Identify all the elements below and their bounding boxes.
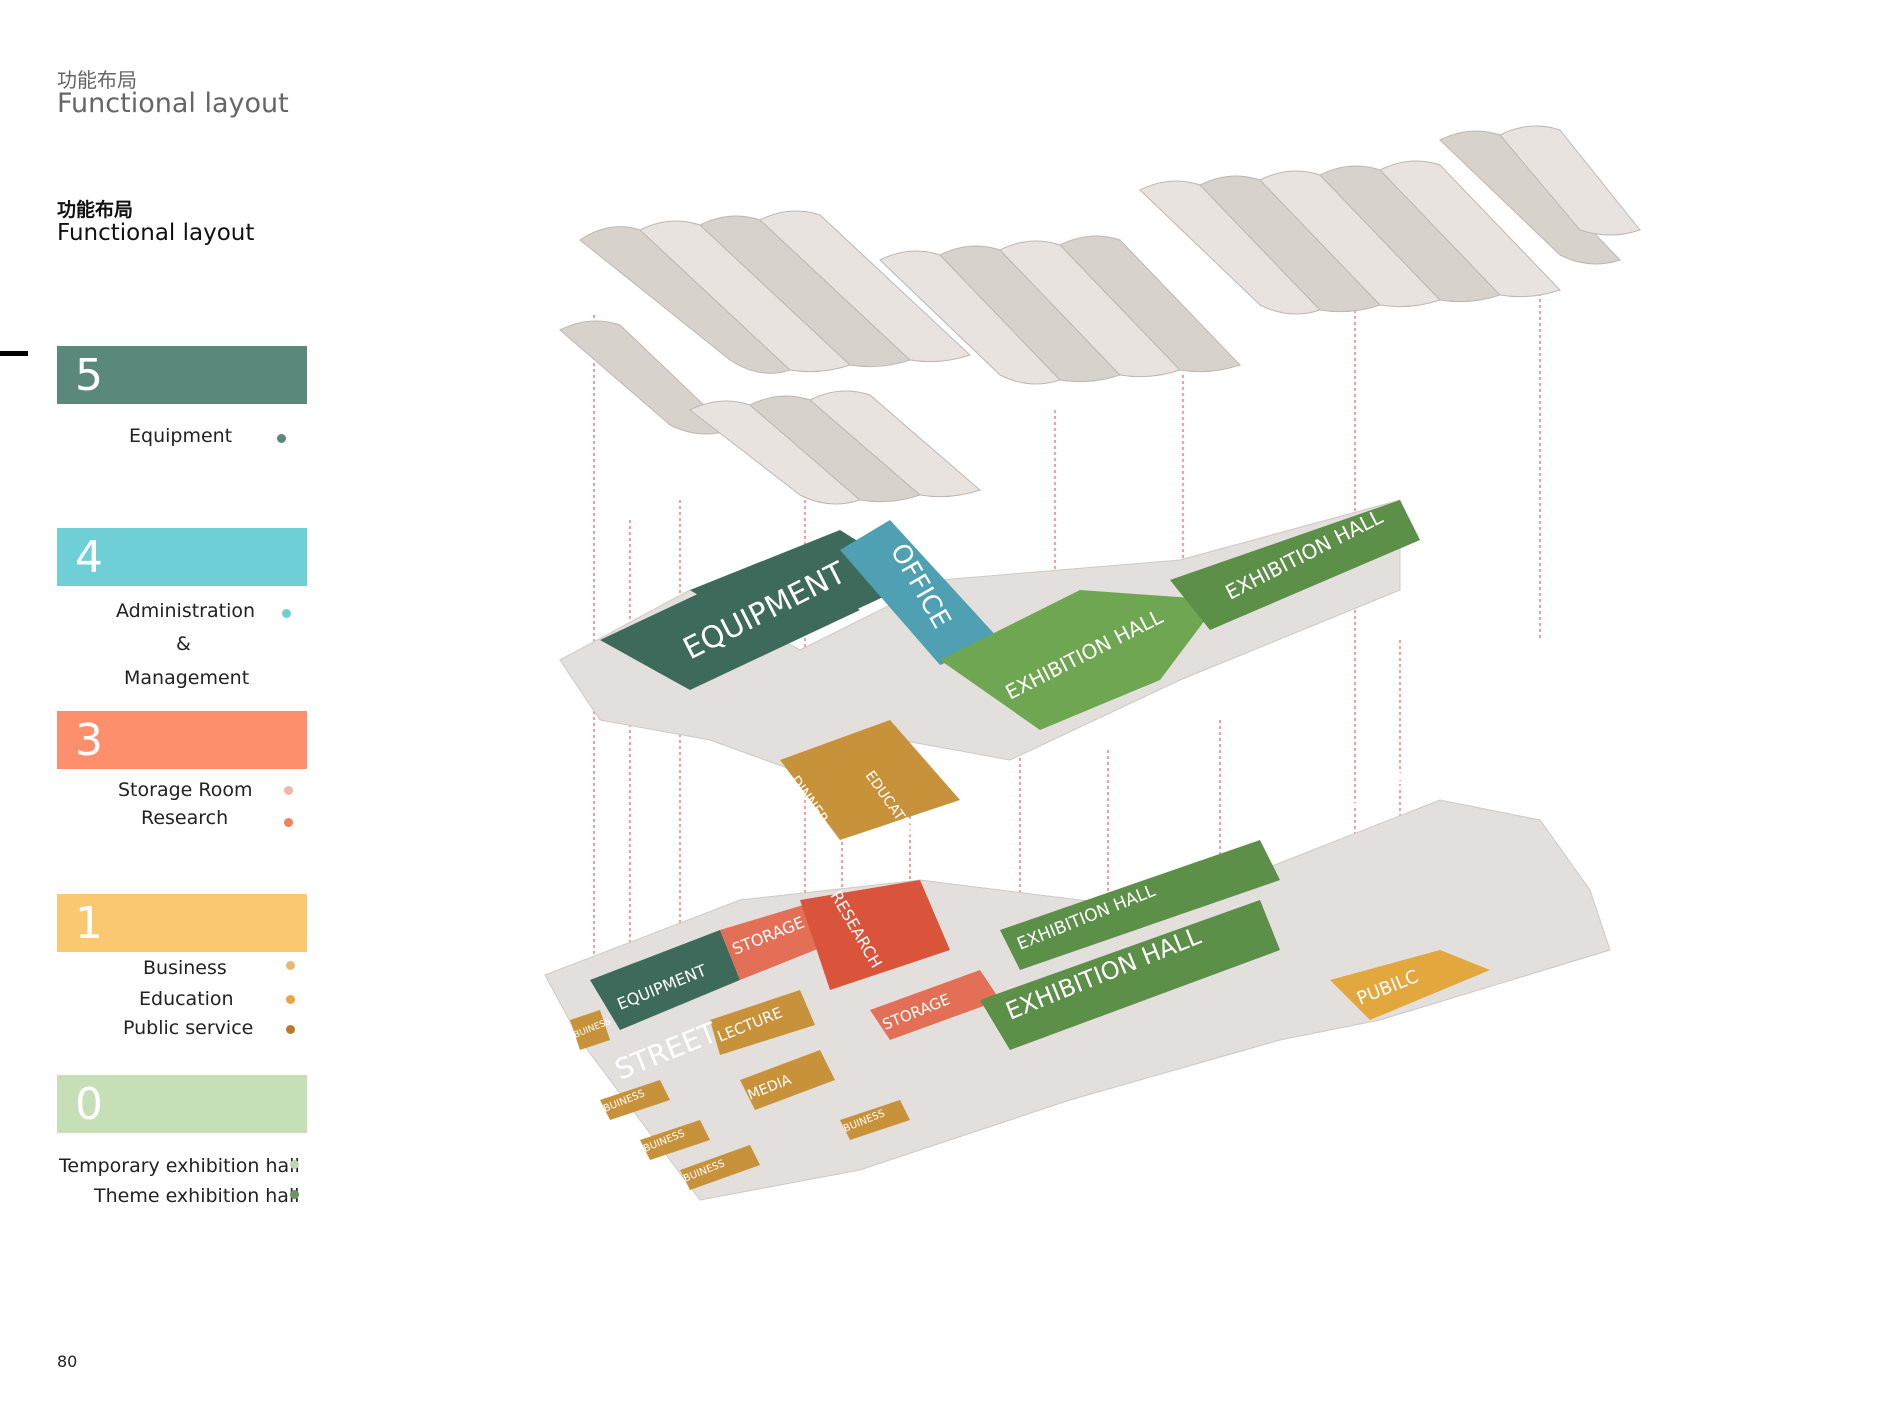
- legend-number-3: 3: [75, 715, 103, 766]
- exploded-axonometric-diagram: EQUIPMENT OFFICE EXHIBITION HALL EXHIBIT…: [544, 125, 1641, 1201]
- label-square: square: [1310, 760, 1411, 826]
- legend-dot-research: [284, 818, 293, 827]
- ground-floor-layer: EQUIPMENT STORAGE RESEARCH STORAGE LECTU…: [544, 760, 1611, 1201]
- header-title-cn: 功能布局: [57, 68, 137, 92]
- legend-dot-temporary-exhibition: [290, 1160, 299, 1169]
- dinner-education-block: [780, 720, 960, 840]
- legend-dot-theme-exhibition: [290, 1190, 299, 1199]
- legend-label-equipment: Equipment: [129, 425, 233, 447]
- legend-label-public-service: Public service: [123, 1017, 254, 1039]
- legend-bar-level-3: 3: [57, 711, 307, 769]
- office-block: [840, 520, 1000, 665]
- roof-shell: [1059, 235, 1241, 373]
- storage-block-2: [870, 970, 1000, 1040]
- legend-label-management: Management: [124, 667, 250, 689]
- legend-label-administration: Administration: [116, 600, 256, 622]
- legend-label-ampersand: &: [176, 633, 191, 655]
- research-block: [800, 880, 950, 990]
- legend-dot-storage-room: [284, 786, 293, 795]
- exhibition-lower-block-1: [980, 900, 1280, 1050]
- public-block: [1330, 950, 1490, 1020]
- page-edge-marker: [0, 351, 28, 356]
- business-block-3: [640, 1120, 710, 1160]
- exhibition-lower-block-2: [1000, 840, 1280, 970]
- exhibition-upper-block-1: [940, 590, 1220, 730]
- legend-bar-level-0: 0: [57, 1075, 307, 1133]
- business-block-4: [680, 1145, 760, 1190]
- exhibition-upper-block-2: [1170, 500, 1420, 630]
- roof-shell: [1439, 130, 1621, 265]
- header-title-en: Functional layout: [57, 88, 289, 119]
- legend-dot-education: [286, 995, 295, 1004]
- legend-label-education: Education: [139, 988, 234, 1010]
- roof-shell-group-left: [559, 210, 981, 505]
- lecture-block: [710, 990, 815, 1055]
- business-block-1: [570, 1010, 610, 1050]
- legend-label-research: Research: [141, 807, 229, 829]
- section-title-en: Functional layout: [57, 220, 255, 246]
- media-block: [740, 1050, 835, 1110]
- legend-dot-business: [286, 961, 295, 970]
- roof-shell: [759, 210, 971, 363]
- legend-bar-level-5: 5: [57, 346, 307, 404]
- business-block-5: [840, 1100, 910, 1140]
- legend-label-storage-room: Storage Room: [118, 779, 253, 801]
- roof-shell-group-right: [879, 125, 1641, 385]
- legend-label-temporary-exhibition: Temporary exhibition hall: [59, 1155, 300, 1177]
- legend-label-theme-exhibition: Theme exhibition hall: [94, 1185, 300, 1207]
- page-number: 80: [57, 1352, 78, 1371]
- legend-label-business: Business: [143, 957, 227, 979]
- legend-bar-level-1: 1: [57, 894, 307, 952]
- legend-dot-administration: [282, 609, 291, 618]
- upper-floor-layer: EQUIPMENT OFFICE EXHIBITION HALL EXHIBIT…: [559, 499, 1420, 845]
- roof-shell: [809, 390, 981, 498]
- legend-number-0: 0: [75, 1079, 103, 1130]
- legend-number-5: 5: [75, 350, 103, 401]
- legend-number-4: 4: [75, 532, 103, 583]
- equipment-lower-block: [590, 930, 740, 1030]
- legend-dot-equipment: [277, 434, 286, 443]
- section-title-cn: 功能布局: [57, 199, 134, 221]
- roof-shell: [1379, 160, 1561, 298]
- roof-shell-layer: [559, 125, 1641, 505]
- legend-number-1: 1: [75, 898, 103, 949]
- legend-dot-public-service: [286, 1025, 295, 1034]
- legend-bar-level-4: 4: [57, 528, 307, 586]
- roof-shell: [1499, 125, 1641, 236]
- business-block-2: [600, 1080, 670, 1120]
